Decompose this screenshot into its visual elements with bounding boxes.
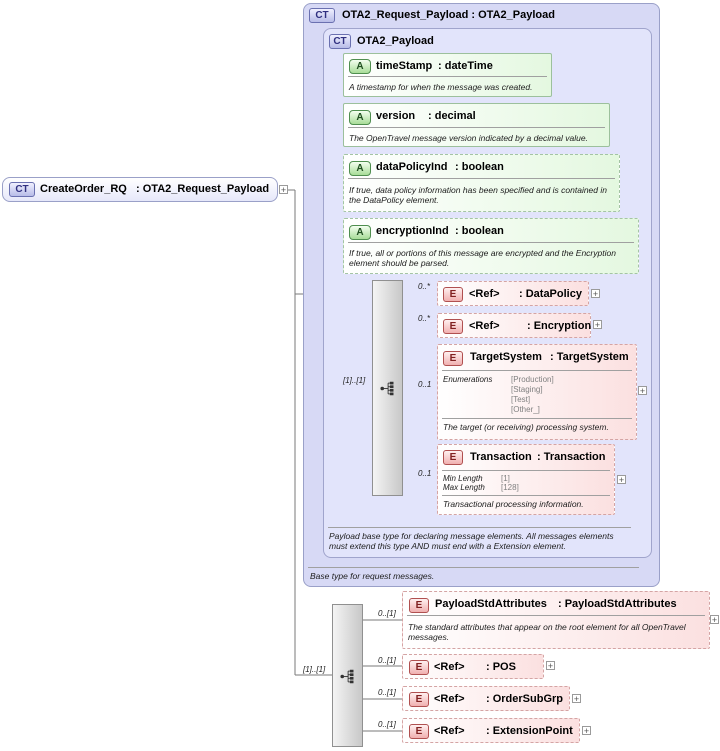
element-cardinality: 0..1: [418, 469, 432, 478]
element-transaction[interactable]: E Transaction : Transaction Min Length […: [437, 444, 615, 515]
element-type: : TargetSystem: [550, 351, 629, 363]
expand-icon[interactable]: +: [638, 386, 647, 396]
attribute-doc: A timestamp for when the message was cre…: [349, 82, 533, 92]
sequence-cardinality: [1]..[1]: [303, 665, 326, 674]
expand-icon[interactable]: +: [710, 615, 719, 625]
inner-complex-type-doc: Payload base type for declaring message …: [329, 531, 614, 551]
attribute-version[interactable]: A version : decimal The OpenTravel messa…: [343, 103, 610, 147]
element-type: : PayloadStdAttributes: [558, 598, 677, 610]
sequence-icon: [340, 669, 354, 684]
attribute-encryptionind[interactable]: A encryptionInd : boolean If true, all o…: [343, 218, 639, 274]
attribute-name: encryptionInd: [376, 225, 449, 237]
expand-icon[interactable]: +: [591, 289, 600, 299]
element-cardinality: 0..1: [418, 380, 432, 389]
sequence-compositor[interactable]: [372, 280, 403, 496]
sequence-compositor[interactable]: [332, 604, 363, 747]
facet-value: [1]: [501, 474, 510, 483]
element-icon: E: [443, 450, 463, 465]
element-ordersubgrp[interactable]: E <Ref> : OrderSubGrp: [402, 686, 570, 711]
element-cardinality: 0..*: [418, 314, 431, 323]
element-ref: <Ref>: [434, 725, 465, 737]
sequence-icon: [380, 381, 394, 396]
attribute-icon: A: [349, 110, 371, 125]
attribute-type: : boolean: [455, 161, 504, 173]
attribute-name: version: [376, 110, 416, 122]
outer-complex-type-title: OTA2_Request_Payload : OTA2_Payload: [342, 9, 555, 21]
element-encryption[interactable]: E <Ref> : Encryption: [437, 313, 591, 338]
element-extensionpoint[interactable]: E <Ref> : ExtensionPoint: [402, 718, 580, 743]
element-ref: <Ref>: [434, 661, 465, 673]
expand-icon[interactable]: +: [546, 661, 555, 671]
element-targetsystem[interactable]: E TargetSystem : TargetSystem Enumeratio…: [437, 344, 637, 440]
element-pos[interactable]: E <Ref> : POS: [402, 654, 544, 679]
element-doc: The target (or receiving) processing sys…: [443, 422, 609, 432]
element-name: : DataPolicy: [519, 288, 582, 300]
complex-type-icon: CT: [309, 8, 335, 23]
element-name: : POS: [486, 661, 516, 673]
element-icon: E: [409, 660, 429, 675]
element-payloadstdattributes[interactable]: E PayloadStdAttributes : PayloadStdAttri…: [402, 591, 710, 649]
element-name: : ExtensionPoint: [486, 725, 573, 737]
attribute-name: timeStamp: [376, 60, 433, 72]
element-ref: <Ref>: [434, 693, 465, 705]
element-icon: E: [443, 319, 463, 334]
facet-label: Min Length: [443, 474, 483, 483]
element-icon: E: [409, 598, 429, 613]
element-name: : OrderSubGrp: [486, 693, 564, 705]
element-cardinality: 0..[1]: [378, 720, 396, 729]
element-cardinality: 0..[1]: [378, 609, 396, 618]
outer-complex-type-doc: Base type for request messages.: [310, 571, 435, 581]
root-element-type: : OTA2_Request_Payload: [136, 183, 270, 195]
element-cardinality: 0..*: [418, 282, 431, 291]
expand-icon[interactable]: +: [582, 726, 591, 736]
facet-label: Enumerations: [443, 375, 493, 384]
attribute-icon: A: [349, 225, 371, 240]
attribute-type: : decimal: [428, 110, 476, 122]
complex-type-icon: CT: [329, 34, 351, 49]
expand-icon[interactable]: +: [572, 694, 581, 704]
element-icon: E: [409, 692, 429, 707]
attribute-doc: If true, all or portions of this message…: [349, 248, 616, 268]
expand-icon[interactable]: +: [593, 320, 602, 330]
attribute-icon: A: [349, 59, 371, 74]
attribute-icon: A: [349, 161, 371, 176]
element-name: PayloadStdAttributes: [435, 598, 547, 610]
enum-value: [Staging]: [511, 385, 543, 394]
element-ref: <Ref>: [469, 288, 500, 300]
enum-value: [Production]: [511, 375, 554, 384]
complex-type-icon: CT: [9, 182, 35, 197]
element-name: TargetSystem: [470, 351, 542, 363]
facet-label: Max Length: [443, 483, 485, 492]
attribute-datapolicyind[interactable]: A dataPolicyInd : boolean If true, data …: [343, 154, 620, 212]
element-icon: E: [443, 287, 463, 302]
element-doc: Transactional processing information.: [443, 499, 584, 509]
enum-value: [Other_]: [511, 405, 540, 414]
element-cardinality: 0..[1]: [378, 656, 396, 665]
element-name: : Encryption: [527, 320, 592, 332]
element-icon: E: [443, 351, 463, 366]
element-type: : Transaction: [537, 451, 606, 463]
inner-complex-type-title: OTA2_Payload: [357, 35, 434, 47]
root-element-name: CreateOrder_RQ: [40, 183, 127, 195]
attribute-type: : boolean: [455, 225, 504, 237]
element-ref: <Ref>: [469, 320, 500, 332]
root-element-box[interactable]: CT CreateOrder_RQ : OTA2_Request_Payload: [2, 177, 278, 202]
element-cardinality: 0..[1]: [378, 688, 396, 697]
element-name: Transaction: [470, 451, 532, 463]
element-datapolicy[interactable]: E <Ref> : DataPolicy: [437, 281, 589, 306]
expand-icon[interactable]: +: [617, 475, 626, 485]
enum-value: [Test]: [511, 395, 531, 404]
attribute-type: : dateTime: [438, 60, 493, 72]
attribute-name: dataPolicyInd: [376, 161, 448, 173]
element-doc: The standard attributes that appear on t…: [408, 622, 686, 642]
attribute-doc: The OpenTravel message version indicated…: [349, 133, 588, 143]
sequence-cardinality: [1]..[1]: [343, 376, 366, 385]
facet-value: [128]: [501, 483, 519, 492]
expand-root-icon[interactable]: +: [279, 185, 288, 195]
element-icon: E: [409, 724, 429, 739]
attribute-doc: If true, data policy information has bee…: [349, 185, 607, 205]
attribute-timestamp[interactable]: A timeStamp : dateTime A timestamp for w…: [343, 53, 552, 97]
